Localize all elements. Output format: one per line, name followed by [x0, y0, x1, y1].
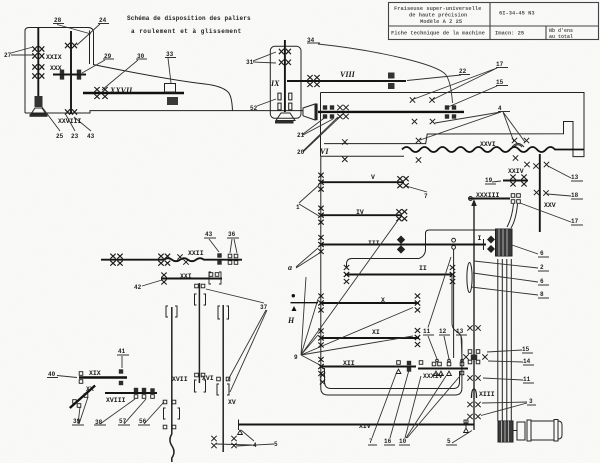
svg-text:au total: au total [549, 34, 573, 40]
svg-text:16: 16 [384, 438, 392, 445]
svg-text:18: 18 [571, 192, 579, 199]
svg-text:41: 41 [118, 348, 126, 355]
svg-text:38: 38 [95, 419, 103, 426]
svg-text:XXVI: XXVI [480, 141, 496, 148]
svg-text:19: 19 [485, 177, 493, 184]
svg-text:Fraiseuse super-universelle: Fraiseuse super-universelle [394, 6, 481, 12]
svg-text:XVIII: XVIII [106, 397, 126, 404]
svg-text:III: III [368, 240, 380, 247]
svg-text:39: 39 [73, 418, 81, 425]
svg-text:6I-34-45 N3: 6I-34-45 N3 [499, 11, 535, 17]
svg-text:XIX: XIX [89, 370, 101, 377]
svg-text:XV: XV [228, 399, 236, 406]
svg-text:15: 15 [496, 79, 504, 86]
svg-text:13: 13 [456, 328, 464, 335]
svg-text:XXVII: XXVII [109, 86, 133, 95]
svg-text:17: 17 [496, 61, 504, 68]
svg-text:XXII: XXII [188, 250, 204, 257]
svg-text:I: I [478, 235, 482, 242]
svg-text:17: 17 [571, 218, 579, 225]
svg-text:52: 52 [250, 105, 258, 112]
svg-text:10: 10 [399, 438, 407, 445]
svg-text:XXXIV: XXXIV [423, 373, 443, 380]
svg-text:4: 4 [253, 442, 257, 449]
svg-text:40: 40 [48, 371, 56, 378]
svg-text:23: 23 [71, 133, 79, 140]
svg-text:42: 42 [134, 284, 142, 291]
svg-text:3: 3 [529, 398, 533, 405]
svg-text:7: 7 [424, 193, 428, 200]
svg-text:22: 22 [459, 68, 467, 75]
svg-text:2: 2 [540, 264, 544, 271]
svg-text:Modèle A Z 25: Modèle A Z 25 [420, 19, 462, 25]
svg-text:13: 13 [571, 174, 579, 181]
svg-text:Nb d'ens: Nb d'ens [549, 28, 573, 34]
svg-text:6: 6 [540, 250, 544, 257]
svg-text:XXXIII: XXXIII [476, 192, 500, 199]
svg-text:XXIV: XXIV [508, 168, 524, 175]
svg-text:de haute précision: de haute précision [409, 13, 467, 19]
svg-text:Fiche technique de la machine: Fiche technique de la machine [391, 31, 485, 37]
svg-text:27: 27 [4, 52, 12, 59]
svg-text:21: 21 [297, 132, 305, 139]
svg-text:XI: XI [372, 329, 380, 336]
svg-text:30: 30 [137, 53, 145, 60]
svg-text:VIII: VIII [340, 70, 356, 79]
svg-text:33: 33 [166, 51, 174, 58]
svg-text:25: 25 [56, 133, 64, 140]
svg-text:20: 20 [297, 149, 305, 156]
svg-text:IX: IX [270, 79, 280, 88]
svg-text:XIII: XIII [479, 391, 495, 398]
svg-text:4: 4 [498, 105, 502, 112]
svg-text:11: 11 [423, 328, 431, 335]
svg-text:II: II [419, 265, 427, 272]
svg-text:28: 28 [54, 17, 62, 24]
svg-text:XVII: XVII [172, 376, 188, 383]
svg-text:14: 14 [523, 358, 531, 365]
svg-text:Schéma de disposition des pal: Schéma de disposition des paliers [127, 15, 251, 22]
svg-text:XXIX: XXIX [46, 54, 62, 61]
svg-text:11: 11 [523, 376, 531, 383]
svg-text:5: 5 [447, 438, 451, 445]
svg-text:XXVIII: XXVIII [58, 118, 82, 125]
svg-text:37: 37 [260, 304, 268, 311]
svg-text:IV: IV [356, 209, 364, 216]
svg-text:XXI: XXI [180, 273, 192, 280]
svg-text:15: 15 [522, 346, 530, 353]
svg-text:34: 34 [307, 37, 315, 44]
svg-text:12: 12 [439, 328, 447, 335]
svg-text:Imacn: 25: Imacn: 25 [495, 31, 524, 37]
svg-text:7: 7 [369, 438, 373, 445]
svg-text:V: V [371, 174, 375, 181]
svg-text:XXV: XXV [544, 202, 556, 209]
svg-text:43: 43 [87, 133, 95, 140]
svg-text:a roulement et à glissement: a roulement et à glissement [131, 28, 242, 35]
svg-text:31: 31 [246, 59, 254, 66]
svg-text:XXX: XXX [50, 65, 62, 72]
svg-text:XVI: XVI [202, 375, 214, 382]
svg-text:57: 57 [119, 418, 127, 425]
svg-text:56: 56 [139, 418, 147, 425]
svg-text:X: X [381, 297, 385, 304]
svg-text:XIV: XIV [359, 423, 371, 430]
svg-text:24: 24 [99, 17, 107, 24]
svg-text:H: H [287, 316, 295, 325]
svg-text:6: 6 [540, 278, 544, 285]
svg-text:1: 1 [296, 204, 300, 211]
svg-text:5: 5 [274, 441, 278, 448]
svg-text:a: a [288, 263, 292, 272]
svg-text:XII: XII [343, 360, 355, 367]
svg-text:36: 36 [228, 231, 236, 238]
svg-text:VI: VI [320, 147, 329, 156]
svg-text:29: 29 [104, 53, 112, 60]
svg-text:8: 8 [540, 291, 544, 298]
svg-text:43: 43 [205, 231, 213, 238]
svg-text:XX: XX [86, 386, 94, 393]
svg-text:9: 9 [294, 354, 298, 361]
